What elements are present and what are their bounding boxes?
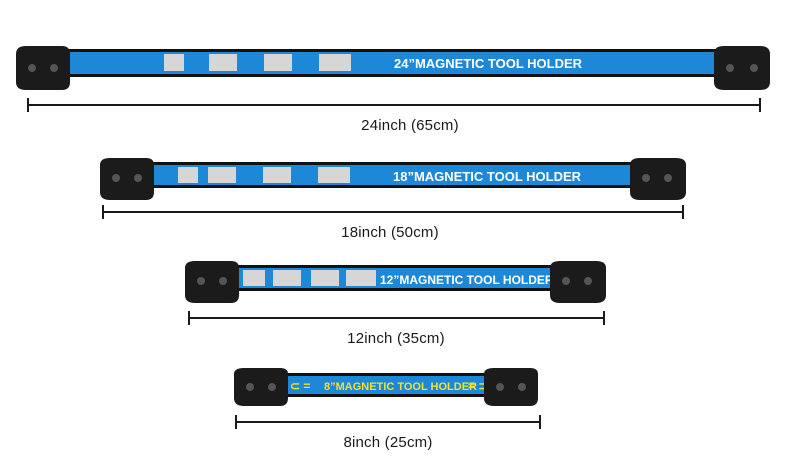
dimension-label-24: 24inch (65cm): [361, 117, 459, 134]
dimension-label-8: 8inch (25cm): [343, 434, 433, 451]
magnet-symbol-right: = ⊃: [468, 379, 488, 393]
strip-label: 24”MAGNETIC TOOL HOLDER: [394, 56, 583, 71]
end-cap-right: [714, 46, 770, 90]
dimension-line-8: [235, 415, 541, 429]
magnetic-strip: [276, 376, 498, 394]
end-cap-right: [630, 158, 686, 200]
tool-holder-24: 24”MAGNETIC TOOL HOLDER: [14, 44, 774, 92]
strip-label: 12”MAGNETIC TOOL HOLDER: [380, 273, 554, 287]
tool-holder-18: 18”MAGNETIC TOOL HOLDER: [98, 156, 688, 202]
tool-holder-18-graphic: 18”MAGNETIC TOOL HOLDER: [100, 158, 686, 200]
end-cap-left: [100, 158, 154, 200]
magnet-symbol-left: ⊂ =: [290, 379, 310, 393]
dimension-label-18: 18inch (50cm): [341, 224, 439, 241]
dimension-line-24: [27, 98, 761, 112]
end-cap-left: [16, 46, 70, 90]
dimension-line-18: [102, 205, 684, 219]
end-cap-left: [185, 261, 239, 303]
tool-holder-12-graphic: 12”MAGNETIC TOOL HOLDER: [185, 261, 606, 303]
end-cap-left: [234, 368, 288, 406]
tool-holder-8-graphic: ⊂ = 8”MAGNETIC TOOL HOLDER = ⊃: [234, 368, 538, 406]
tool-holder-24-graphic: 24”MAGNETIC TOOL HOLDER: [16, 46, 770, 90]
strip-label: 8”MAGNETIC TOOL HOLDER: [324, 381, 477, 393]
tool-holder-12: 12”MAGNETIC TOOL HOLDER: [183, 259, 608, 305]
dimension-line-12: [188, 311, 605, 325]
end-cap-right: [550, 261, 606, 303]
dimension-label-12: 12inch (35cm): [347, 330, 445, 347]
end-cap-right: [484, 368, 538, 406]
tool-holder-8: ⊂ = 8”MAGNETIC TOOL HOLDER = ⊃: [232, 366, 542, 408]
strip-label: 18”MAGNETIC TOOL HOLDER: [393, 169, 582, 184]
